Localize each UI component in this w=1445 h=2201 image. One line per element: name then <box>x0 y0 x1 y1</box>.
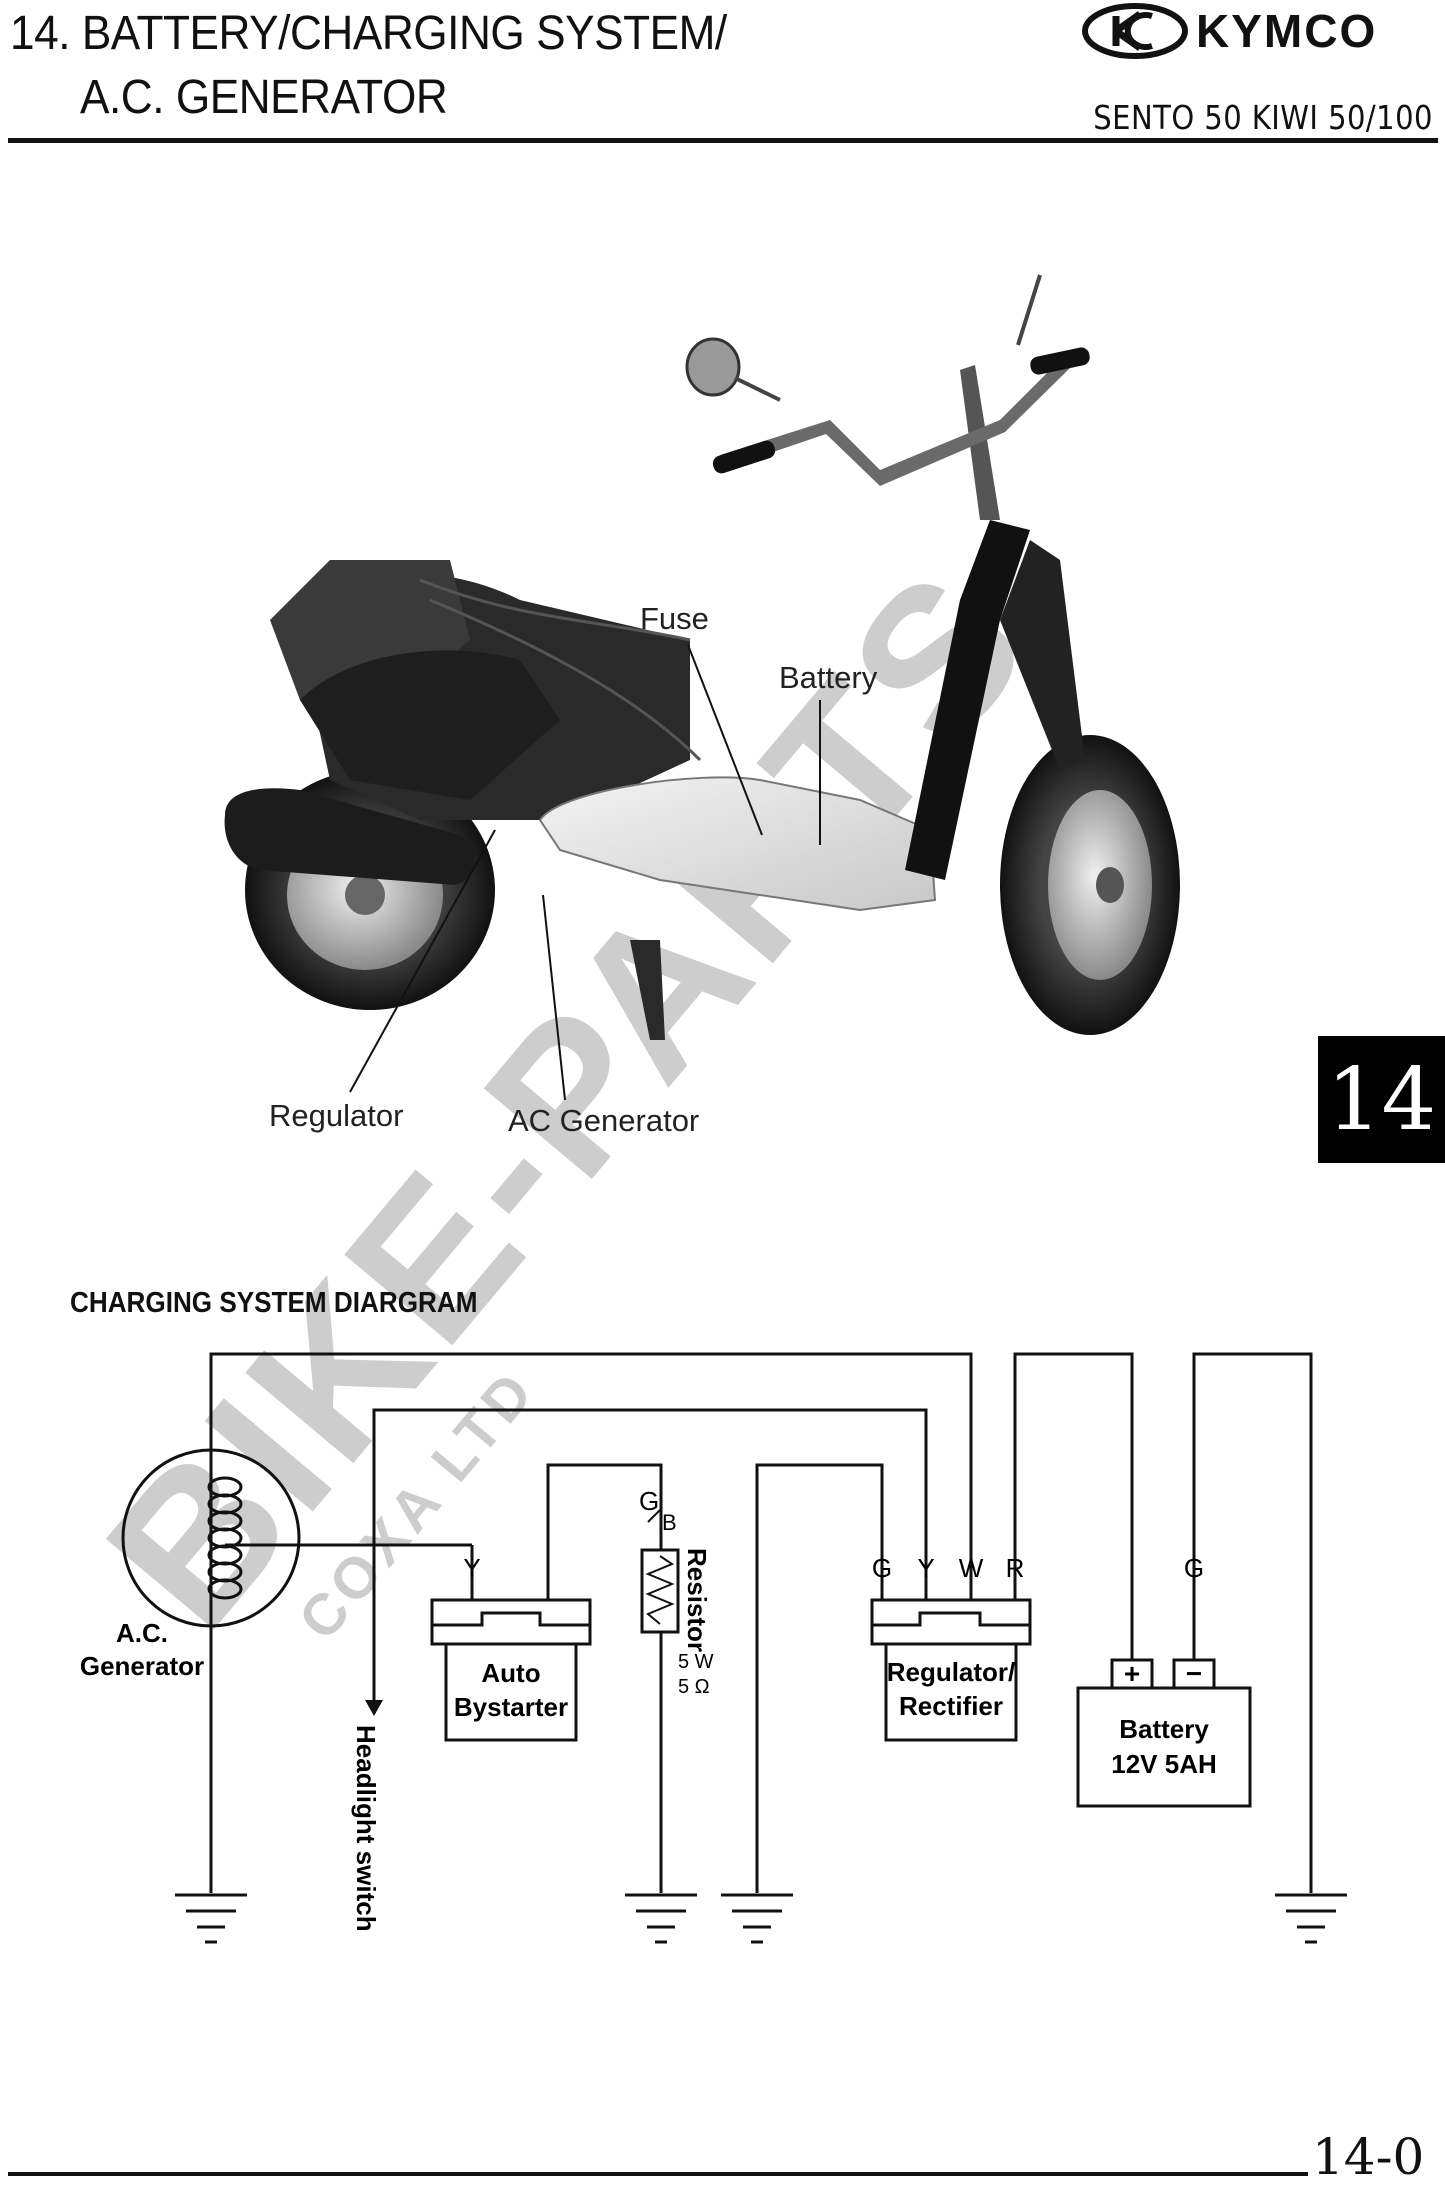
regulator-label-1: Regulator/ <box>887 1657 1016 1687</box>
auto-bystarter-label-1: Auto <box>481 1658 540 1688</box>
diagram-title: CHARGING SYSTEM DIARGRAM <box>70 1287 478 1319</box>
reg-wire-w: W <box>959 1553 984 1583</box>
battery-label-2: 12V 5AH <box>1111 1749 1217 1779</box>
resistor-symbol <box>640 1548 680 1634</box>
regulator-photo-label: Regulator <box>269 1098 404 1133</box>
resistor-wire-sub: B <box>662 1510 677 1535</box>
page-title-line-2: A.C. GENERATOR <box>80 71 448 124</box>
battery-wire-g: G <box>1184 1553 1204 1583</box>
header-rule <box>8 138 1438 143</box>
regulator-label-2: Rectifier <box>899 1691 1003 1721</box>
battery-photo-label: Battery <box>779 660 878 695</box>
auto-bystarter-box <box>444 1642 578 1742</box>
resistor-ohms: 5 Ω <box>678 1676 710 1698</box>
battery-plus: + <box>1124 1658 1140 1689</box>
ac-generator-symbol <box>121 1448 301 1628</box>
ground-symbols <box>175 1893 1347 1944</box>
chapter-tab: 14 <box>1318 1036 1445 1163</box>
resistor-label: Resistor <box>682 1548 712 1652</box>
charging-diagram: A.C. Generator Y Auto Bystarter G B Resi… <box>0 1300 1445 1980</box>
brand-name: KYMCO <box>1196 5 1378 57</box>
scooter-photo <box>200 260 1300 1060</box>
page-title-line-1: 14. BATTERY/CHARGING SYSTEM/ <box>10 7 727 60</box>
battery-box <box>1076 1686 1252 1808</box>
model-name: SENTO 50 KIWI 50/100 <box>1093 98 1433 137</box>
footer-rule <box>8 2172 1308 2176</box>
kymco-logo-icon <box>1080 2 1190 60</box>
photo-leader-lines <box>349 644 821 1101</box>
reg-wire-r: R <box>1006 1553 1025 1583</box>
fuse-label: Fuse <box>640 601 709 636</box>
battery-label-1: Battery <box>1119 1714 1209 1744</box>
headlight-arrow-icon <box>365 1700 383 1716</box>
resistor-watts: 5 W <box>678 1651 714 1673</box>
reg-wire-g: G <box>872 1553 892 1583</box>
ac-generator-photo-label: AC Generator <box>508 1103 700 1138</box>
headlight-switch-label: Headlight switch <box>351 1725 381 1932</box>
regulator-rectifier-box <box>884 1642 1018 1742</box>
battery-minus: − <box>1186 1658 1202 1689</box>
page-number: 14-0 <box>1312 2128 1425 2186</box>
ac-generator-label-2: Generator <box>80 1651 204 1681</box>
ac-generator-label-1: A.C. <box>116 1618 168 1648</box>
wire-y-bystarter: Y <box>463 1553 480 1583</box>
auto-bystarter-label-2: Bystarter <box>454 1692 568 1722</box>
reg-wire-y: Y <box>917 1553 934 1583</box>
resistor-wire-main: G <box>639 1486 659 1516</box>
